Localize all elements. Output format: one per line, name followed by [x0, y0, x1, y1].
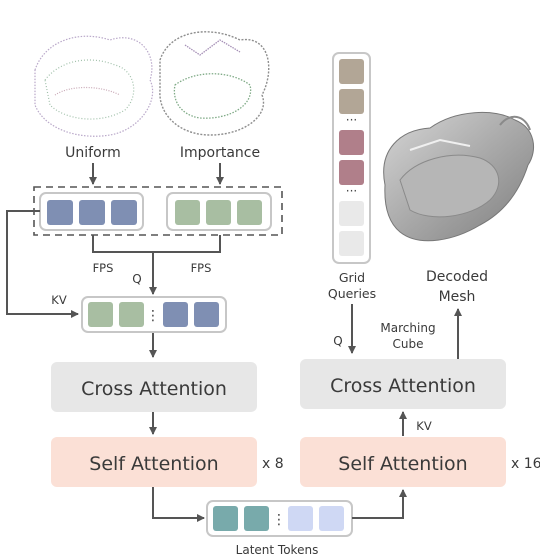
fps-left-label: FPS [93, 261, 114, 275]
decoded-mesh-label-line1: Decoded [426, 269, 488, 285]
ellipsis: ⋮ [272, 512, 286, 528]
kv-right-label: KV [416, 419, 432, 433]
importance-token [237, 200, 262, 225]
self-attention-right-label: Self Attention [338, 453, 467, 475]
importance-token [175, 200, 200, 225]
grid-queries-label-line2: Queries [328, 286, 376, 301]
self-attention-right-block [300, 437, 506, 487]
uniform-token [47, 200, 73, 225]
latent-token [319, 506, 344, 531]
ellipsis: ⋮ [146, 308, 160, 324]
uniform-point-cloud [34, 35, 154, 137]
latent-token [288, 506, 313, 531]
decoded-mesh-image [383, 111, 535, 242]
grid-query-token [339, 231, 364, 256]
grid-query-token [339, 130, 364, 155]
query-token [194, 302, 219, 327]
uniform-token-group [39, 192, 144, 231]
marching-cube-label-line1: Marching [380, 321, 435, 335]
self-attention-left-block [51, 437, 257, 487]
uniform-token [111, 200, 137, 225]
decoded-mesh-label-line2: Mesh [439, 289, 476, 305]
repeat-left-label: x 8 [262, 456, 284, 472]
kv-left-arrow [6, 210, 79, 318]
cross-attention-right-label: Cross Attention [330, 375, 476, 397]
fps-connector [92, 235, 221, 295]
uniform-label: Uniform [65, 145, 121, 161]
grid-query-token [339, 59, 364, 84]
latent-to-self-right-arrow [352, 489, 407, 519]
uniform-token [79, 200, 105, 225]
q-right-label: Q [333, 334, 342, 348]
kv-left-label: KV [51, 293, 67, 307]
self-left-to-latent-arrow [152, 487, 205, 522]
latent-token [244, 506, 269, 531]
grid-query-token [339, 201, 364, 226]
q-left-label: Q [132, 272, 141, 286]
query-token-group: ⋮ [81, 296, 227, 333]
grid-queries-label-line1: Grid [339, 270, 365, 285]
cross-attention-right-block [300, 359, 506, 409]
query-token [163, 302, 188, 327]
fps-right-label: FPS [191, 261, 212, 275]
grid-query-token [339, 89, 364, 114]
grid-query-token [339, 160, 364, 185]
self-attention-left-label: Self Attention [89, 453, 218, 475]
latent-token-group: ⋮ [206, 500, 353, 537]
importance-point-cloud [159, 31, 270, 136]
grid-queries-column: ··· ··· [332, 52, 371, 264]
cross-attention-left-label: Cross Attention [81, 378, 227, 400]
latent-tokens-label: Latent Tokens [236, 543, 319, 555]
importance-token [206, 200, 231, 225]
ellipsis: ··· [346, 184, 357, 198]
importance-token-group [166, 192, 272, 231]
importance-label: Importance [180, 145, 260, 161]
cross-attention-left-block [51, 362, 257, 412]
marching-cube-label-line2: Cube [393, 337, 424, 351]
repeat-right-label: x 16 [511, 456, 540, 472]
ellipsis: ··· [346, 113, 357, 127]
query-token [119, 302, 144, 327]
latent-token [213, 506, 238, 531]
query-token [88, 302, 113, 327]
